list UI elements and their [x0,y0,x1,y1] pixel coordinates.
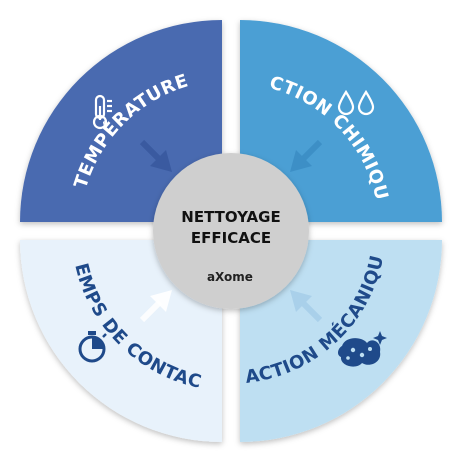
arrow-mecanique [290,290,323,323]
arrow-temperature [139,139,172,172]
droplets-icon [337,89,375,116]
center-title-line2: EFFICACE [191,229,271,247]
axome-logo: a X ome [207,270,253,284]
arrow-temps [139,290,172,323]
stopwatch-icon [78,331,107,363]
sponge-icon [338,331,387,367]
logo-left-text: a [207,270,215,284]
thermometer-icon [92,94,112,130]
center-circle [153,153,309,309]
arrow-chimique [290,139,323,172]
center-title-line1: NETTOYAGE [181,208,280,226]
logo-right-text: ome [224,270,253,284]
logo-mark: X [215,270,225,284]
